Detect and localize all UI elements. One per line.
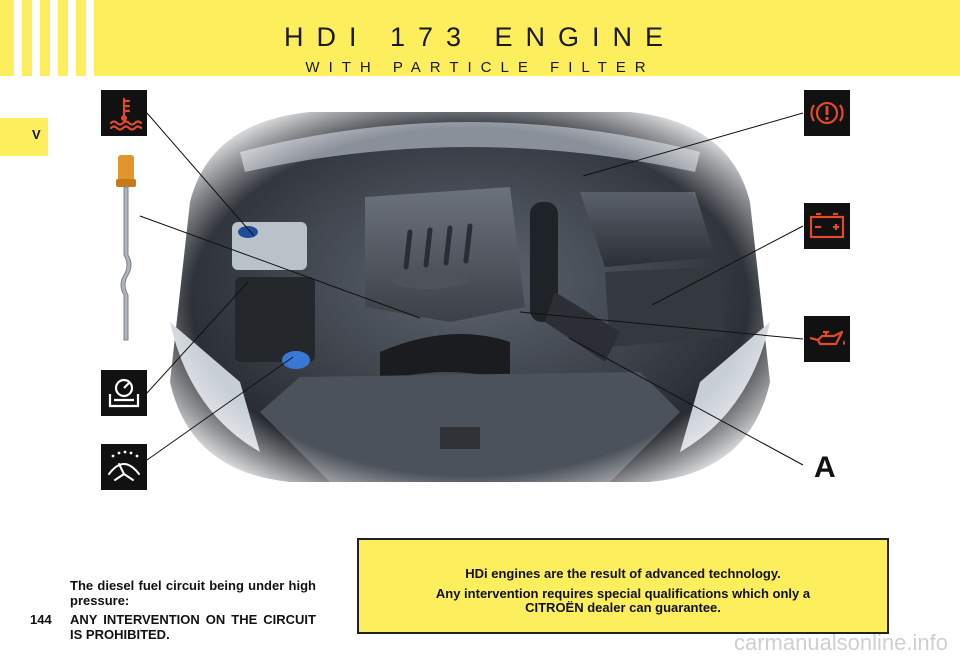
chapter-tab-label: V bbox=[32, 127, 41, 142]
warning-prohibition: ANY INTERVENTION ON THE CIRCUIT IS PROHI… bbox=[70, 612, 316, 642]
power-steering-fluid-icon bbox=[101, 370, 147, 416]
oil-pressure-icon bbox=[804, 316, 850, 362]
watermark: carmanualsonline.info bbox=[733, 630, 948, 655]
fuel-circuit-warning: The diesel fuel circuit being under high… bbox=[70, 578, 316, 642]
notice-line-1: HDi engines are the result of advanced t… bbox=[465, 566, 781, 581]
page-number: 144 bbox=[30, 612, 52, 627]
page-title: HDI 173 ENGINE bbox=[283, 22, 677, 52]
notice-line-2: Any intervention requires special qualif… bbox=[435, 586, 811, 615]
chapter-tab: V bbox=[0, 118, 48, 156]
header-band: HDI 173 ENGINE WITH PARTICLE FILTER bbox=[0, 0, 960, 76]
warning-text: The diesel fuel circuit being under high… bbox=[70, 578, 316, 608]
page-subtitle: WITH PARTICLE FILTER bbox=[305, 59, 655, 76]
header-stripes bbox=[0, 0, 110, 76]
brake-warning-icon bbox=[804, 90, 850, 136]
dealer-notice-box: HDi engines are the result of advanced t… bbox=[357, 538, 889, 634]
callout-label-a: A bbox=[814, 451, 836, 484]
engine-bay-image bbox=[150, 82, 790, 482]
dipstick-icon bbox=[116, 155, 136, 341]
windscreen-washer-icon bbox=[101, 444, 147, 490]
battery-icon bbox=[804, 203, 850, 249]
coolant-temperature-icon bbox=[101, 90, 147, 136]
